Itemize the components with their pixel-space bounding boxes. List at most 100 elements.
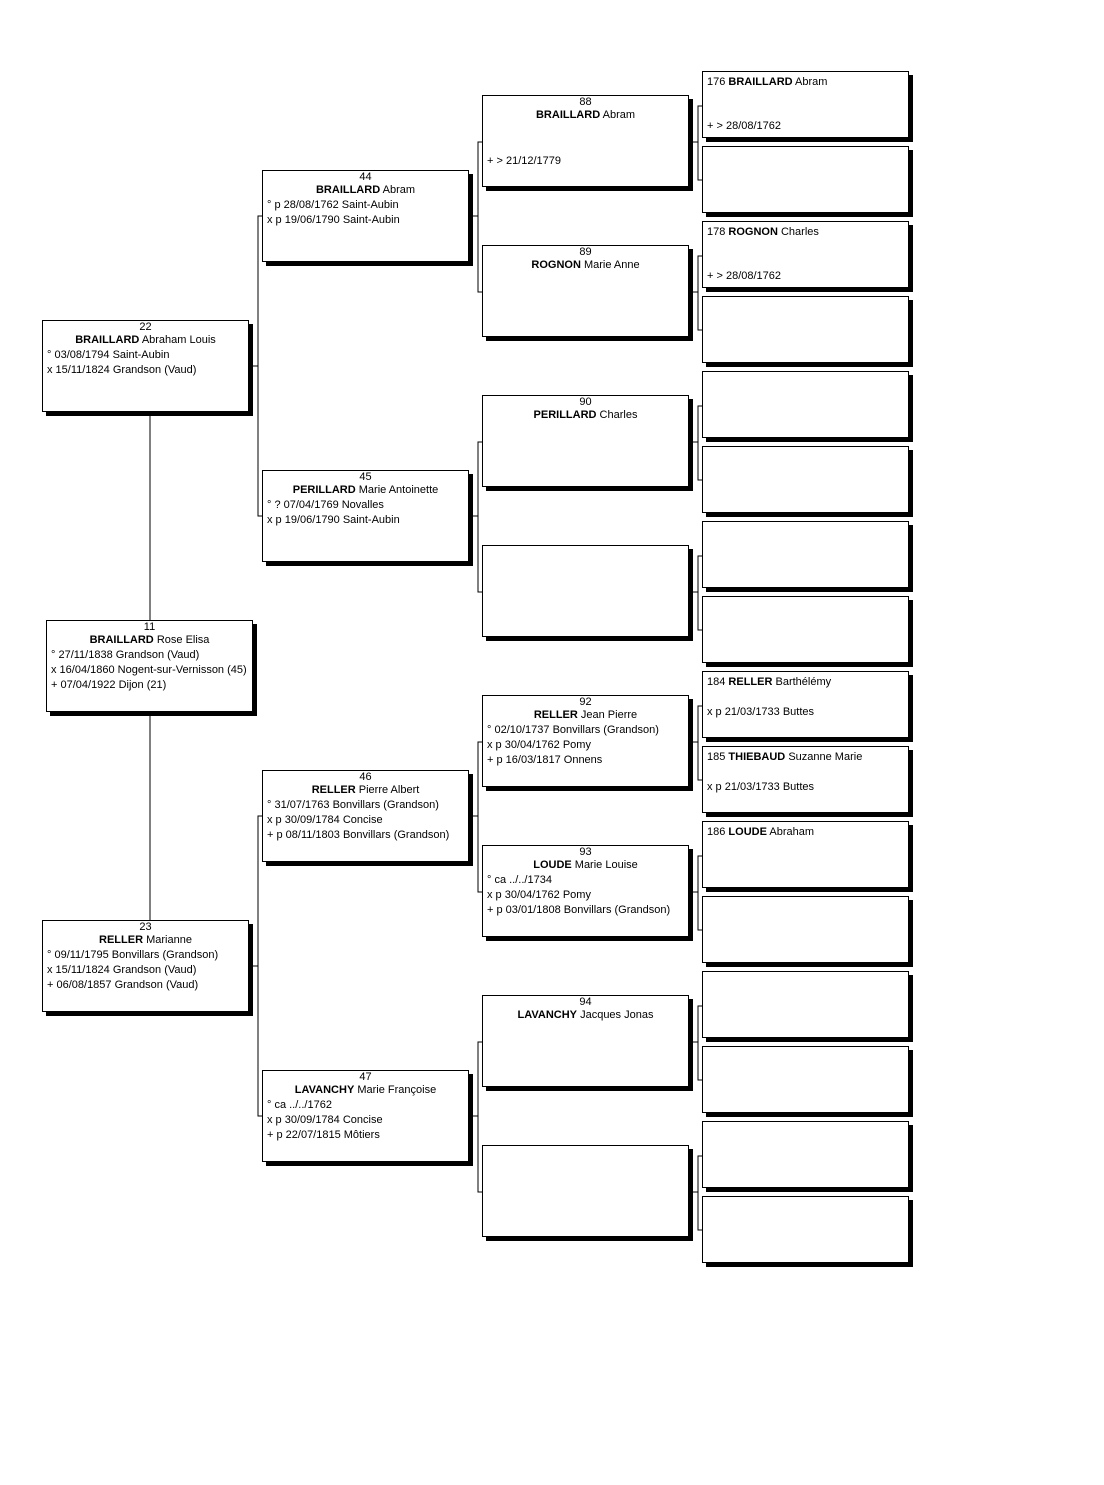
person-box-empty-182[interactable] bbox=[702, 521, 909, 588]
birth-line: ° 02/10/1737 Bonvillars (Grandson) bbox=[487, 724, 659, 736]
person-box-178[interactable]: 178 ROGNON Charles + > 28/08/1762 bbox=[702, 221, 909, 288]
person-box-empty-188[interactable] bbox=[702, 971, 909, 1038]
person-box-empty-183[interactable] bbox=[702, 596, 909, 663]
marriage-line: x 15/11/1824 Grandson (Vaud) bbox=[47, 364, 197, 376]
surname: RELLER bbox=[311, 784, 356, 796]
person-name: LAVANCHY Marie Françoise bbox=[263, 1083, 468, 1098]
person-name: 178 ROGNON Charles bbox=[703, 225, 908, 240]
death-line: + p 03/01/1808 Bonvillars (Grandson) bbox=[487, 904, 671, 916]
person-name: RELLER Jean Pierre bbox=[483, 708, 688, 723]
given-name: Abraham bbox=[769, 826, 815, 838]
given-name: Pierre Albert bbox=[358, 784, 420, 796]
person-box-47[interactable]: 47 LAVANCHY Marie Françoise ° ca ../../1… bbox=[262, 1070, 469, 1162]
person-name: 184 RELLER Barthélémy bbox=[703, 675, 908, 690]
surname: RELLER bbox=[533, 709, 578, 721]
given-name: Marie Antoinette bbox=[358, 484, 439, 496]
person-name: BRAILLARD Abram bbox=[263, 183, 468, 198]
marriage-line: x p 19/06/1790 Saint-Aubin bbox=[267, 214, 400, 226]
death-line: + > 28/08/1762 bbox=[707, 270, 782, 282]
sosa-number: 89 bbox=[579, 246, 592, 258]
person-box-94[interactable]: 94 LAVANCHY Jacques Jonas bbox=[482, 995, 689, 1087]
marriage-line: x p 21/03/1733 Buttes bbox=[707, 781, 815, 793]
person-box-22[interactable]: 22 BRAILLARD Abraham Louis ° 03/08/1794 … bbox=[42, 320, 249, 412]
person-box-184[interactable]: 184 RELLER Barthélémy x p 21/03/1733 But… bbox=[702, 671, 909, 738]
sosa-number: 45 bbox=[359, 471, 372, 483]
person-box-92[interactable]: 92 RELLER Jean Pierre ° 02/10/1737 Bonvi… bbox=[482, 695, 689, 787]
given-name: Charles bbox=[599, 409, 638, 421]
birth-line: ° 31/07/1763 Bonvillars (Grandson) bbox=[267, 799, 439, 811]
given-name: Marie Anne bbox=[583, 259, 640, 271]
marriage-line: x p 30/04/1762 Pomy bbox=[487, 889, 591, 901]
sosa-number: 94 bbox=[579, 996, 592, 1008]
person-name: 185 THIEBAUD Suzanne Marie bbox=[703, 750, 908, 765]
death-line: + p 08/11/1803 Bonvillars (Grandson) bbox=[267, 829, 450, 841]
person-box-empty-189[interactable] bbox=[702, 1046, 909, 1113]
person-box-90[interactable]: 90 PERILLARD Charles bbox=[482, 395, 689, 487]
sosa-number: 47 bbox=[359, 1071, 372, 1083]
surname: RELLER bbox=[99, 934, 144, 946]
sosa-number: 184 bbox=[707, 676, 726, 688]
person-name: LAVANCHY Jacques Jonas bbox=[483, 1008, 688, 1023]
sosa-number: 22 bbox=[139, 321, 152, 333]
person-box-empty-191[interactable] bbox=[702, 1196, 909, 1263]
death-line: + p 22/07/1815 Môtiers bbox=[267, 1129, 380, 1141]
marriage-line: x p 21/03/1733 Buttes bbox=[707, 706, 815, 718]
person-box-88[interactable]: 88 BRAILLARD Abram + > 21/12/1779 bbox=[482, 95, 689, 187]
person-box-45[interactable]: 45 PERILLARD Marie Antoinette ° ? 07/04/… bbox=[262, 470, 469, 562]
sosa-number: 46 bbox=[359, 771, 372, 783]
person-box-empty-180[interactable] bbox=[702, 371, 909, 438]
person-box-186[interactable]: 186 LOUDE Abraham bbox=[702, 821, 909, 888]
person-box-93[interactable]: 93 LOUDE Marie Louise ° ca ../../1734 x … bbox=[482, 845, 689, 937]
marriage-line: x p 30/09/1784 Concise bbox=[267, 814, 383, 826]
person-box-empty-190[interactable] bbox=[702, 1121, 909, 1188]
marriage-line: x p 30/04/1762 Pomy bbox=[487, 739, 591, 751]
person-box-11[interactable]: 11 BRAILLARD Rose Elisa ° 27/11/1838 Gra… bbox=[46, 620, 253, 712]
person-box-89[interactable]: 89 ROGNON Marie Anne bbox=[482, 245, 689, 337]
birth-line: ° ca ../../1762 bbox=[267, 1099, 332, 1111]
person-name: PERILLARD Marie Antoinette bbox=[263, 483, 468, 498]
given-name: Jacques Jonas bbox=[580, 1009, 654, 1021]
given-name: Charles bbox=[780, 226, 819, 238]
birth-line: ° ? 07/04/1769 Novalles bbox=[267, 499, 384, 511]
person-box-empty-91[interactable] bbox=[482, 545, 689, 637]
surname: BRAILLARD bbox=[315, 184, 381, 196]
person-box-23[interactable]: 23 RELLER Marianne ° 09/11/1795 Bonvilla… bbox=[42, 920, 249, 1012]
surname: LOUDE bbox=[533, 859, 572, 871]
sosa-number: 11 bbox=[143, 621, 156, 633]
person-name: BRAILLARD Rose Elisa bbox=[47, 633, 252, 648]
given-name: Rose Elisa bbox=[156, 634, 210, 646]
birth-line: ° 03/08/1794 Saint-Aubin bbox=[47, 349, 170, 361]
person-name: ROGNON Marie Anne bbox=[483, 258, 688, 273]
sosa-number: 23 bbox=[139, 921, 152, 933]
person-box-empty-187[interactable] bbox=[702, 896, 909, 963]
person-box-empty-95[interactable] bbox=[482, 1145, 689, 1237]
person-box-44[interactable]: 44 BRAILLARD Abram ° p 28/08/1762 Saint-… bbox=[262, 170, 469, 262]
person-name: 186 LOUDE Abraham bbox=[703, 825, 908, 840]
person-box-185[interactable]: 185 THIEBAUD Suzanne Marie x p 21/03/173… bbox=[702, 746, 909, 813]
person-box-empty-181[interactable] bbox=[702, 446, 909, 513]
person-name: RELLER Marianne bbox=[43, 933, 248, 948]
surname: BRAILLARD bbox=[75, 334, 140, 346]
person-box-176[interactable]: 176 BRAILLARD Abram + > 28/08/1762 bbox=[702, 71, 909, 138]
surname: PERILLARD bbox=[292, 484, 356, 496]
birth-line: ° p 28/08/1762 Saint-Aubin bbox=[267, 199, 399, 211]
given-name: Jean Pierre bbox=[580, 709, 638, 721]
person-box-empty-177[interactable] bbox=[702, 146, 909, 213]
person-box-empty-179[interactable] bbox=[702, 296, 909, 363]
sosa-number: 178 bbox=[707, 226, 726, 238]
surname: BRAILLARD bbox=[728, 76, 793, 88]
given-name: Barthélémy bbox=[775, 676, 832, 688]
death-line: + > 28/08/1762 bbox=[707, 120, 782, 132]
given-name: Abram bbox=[602, 109, 636, 121]
sosa-number: 176 bbox=[707, 76, 726, 88]
surname: BRAILLARD bbox=[535, 109, 601, 121]
marriage-line: x 15/11/1824 Grandson (Vaud) bbox=[47, 964, 197, 976]
surname: ROGNON bbox=[531, 259, 581, 271]
given-name: Suzanne Marie bbox=[788, 751, 863, 763]
given-name: Abram bbox=[795, 76, 828, 88]
person-box-46[interactable]: 46 RELLER Pierre Albert ° 31/07/1763 Bon… bbox=[262, 770, 469, 862]
sosa-number: 186 bbox=[707, 826, 726, 838]
surname: LAVANCHY bbox=[294, 1084, 355, 1096]
surname: LAVANCHY bbox=[517, 1009, 578, 1021]
given-name: Marianne bbox=[146, 934, 192, 946]
